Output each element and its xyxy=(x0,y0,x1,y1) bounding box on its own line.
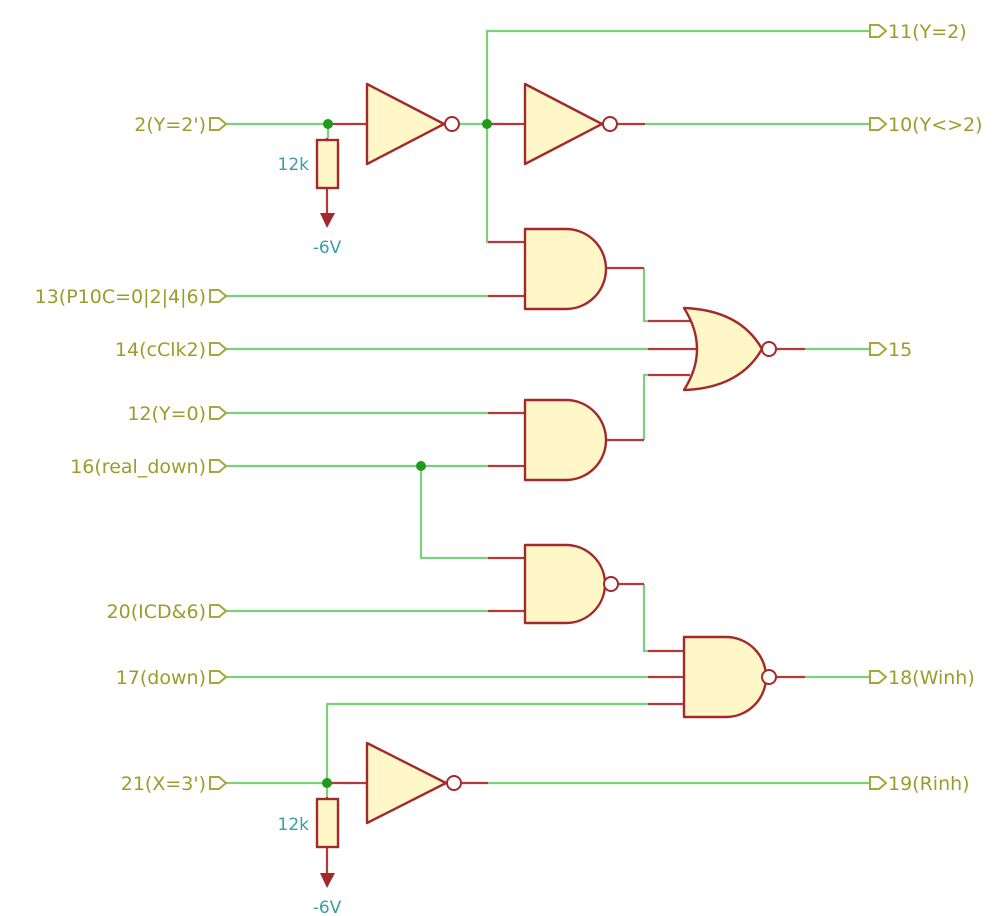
wire-x-branch xyxy=(325,702,648,783)
wire-nand1-nand2 xyxy=(642,584,648,653)
supply-1-value: -6V xyxy=(313,238,342,258)
label-out15: 15 xyxy=(888,339,912,361)
inverter-1 xyxy=(365,82,460,166)
supply-symbol-2 xyxy=(320,873,335,888)
inverter-2 xyxy=(523,82,618,166)
resistor-2 xyxy=(315,797,340,849)
junction-inv1-out xyxy=(482,119,492,129)
label-in17: 17(down) xyxy=(116,667,206,689)
and-gate-1 xyxy=(523,227,608,311)
wire-node-down xyxy=(485,124,489,244)
wire-and2-or xyxy=(642,373,648,440)
label-in13: 13(P10C=0|2|4|6) xyxy=(35,286,206,308)
label-in21: 21(X=3') xyxy=(121,773,206,795)
label-out19: 19(Rinh) xyxy=(888,773,970,795)
and-gate-2 xyxy=(523,398,608,482)
label-in12: 12(Y=0) xyxy=(127,403,206,425)
wire-and1-or xyxy=(642,268,648,323)
supply-2-value: -6V xyxy=(313,898,342,916)
supply-symbol-1 xyxy=(320,213,335,228)
label-out10: 10(Y<>2) xyxy=(888,114,983,136)
leads xyxy=(325,122,805,873)
nand-gate-1 xyxy=(523,543,619,625)
wire-real-down-branch xyxy=(419,466,488,560)
label-out11: 11(Y=2) xyxy=(888,21,967,43)
resistor-1-value: 12k xyxy=(278,155,310,175)
junction-in21 xyxy=(322,778,332,788)
label-in14: 14(cClk2) xyxy=(115,339,206,361)
nor-gate xyxy=(682,306,777,392)
input-ports xyxy=(209,117,228,790)
label-in20: 20(ICD&6) xyxy=(107,601,206,623)
inverter-3 xyxy=(365,741,462,825)
wire-node-up xyxy=(485,29,870,124)
resistor-1 xyxy=(315,138,340,190)
junction-real-down xyxy=(416,461,426,471)
label-out18: 18(Winh) xyxy=(888,667,975,689)
junction-in2 xyxy=(323,119,333,129)
output-ports xyxy=(869,24,888,790)
wires xyxy=(226,29,870,797)
nand-gate-2 xyxy=(682,635,777,719)
resistor-2-value: 12k xyxy=(278,815,310,835)
label-in2: 2(Y=2') xyxy=(134,114,206,136)
label-in16: 16(real_down) xyxy=(70,456,206,478)
